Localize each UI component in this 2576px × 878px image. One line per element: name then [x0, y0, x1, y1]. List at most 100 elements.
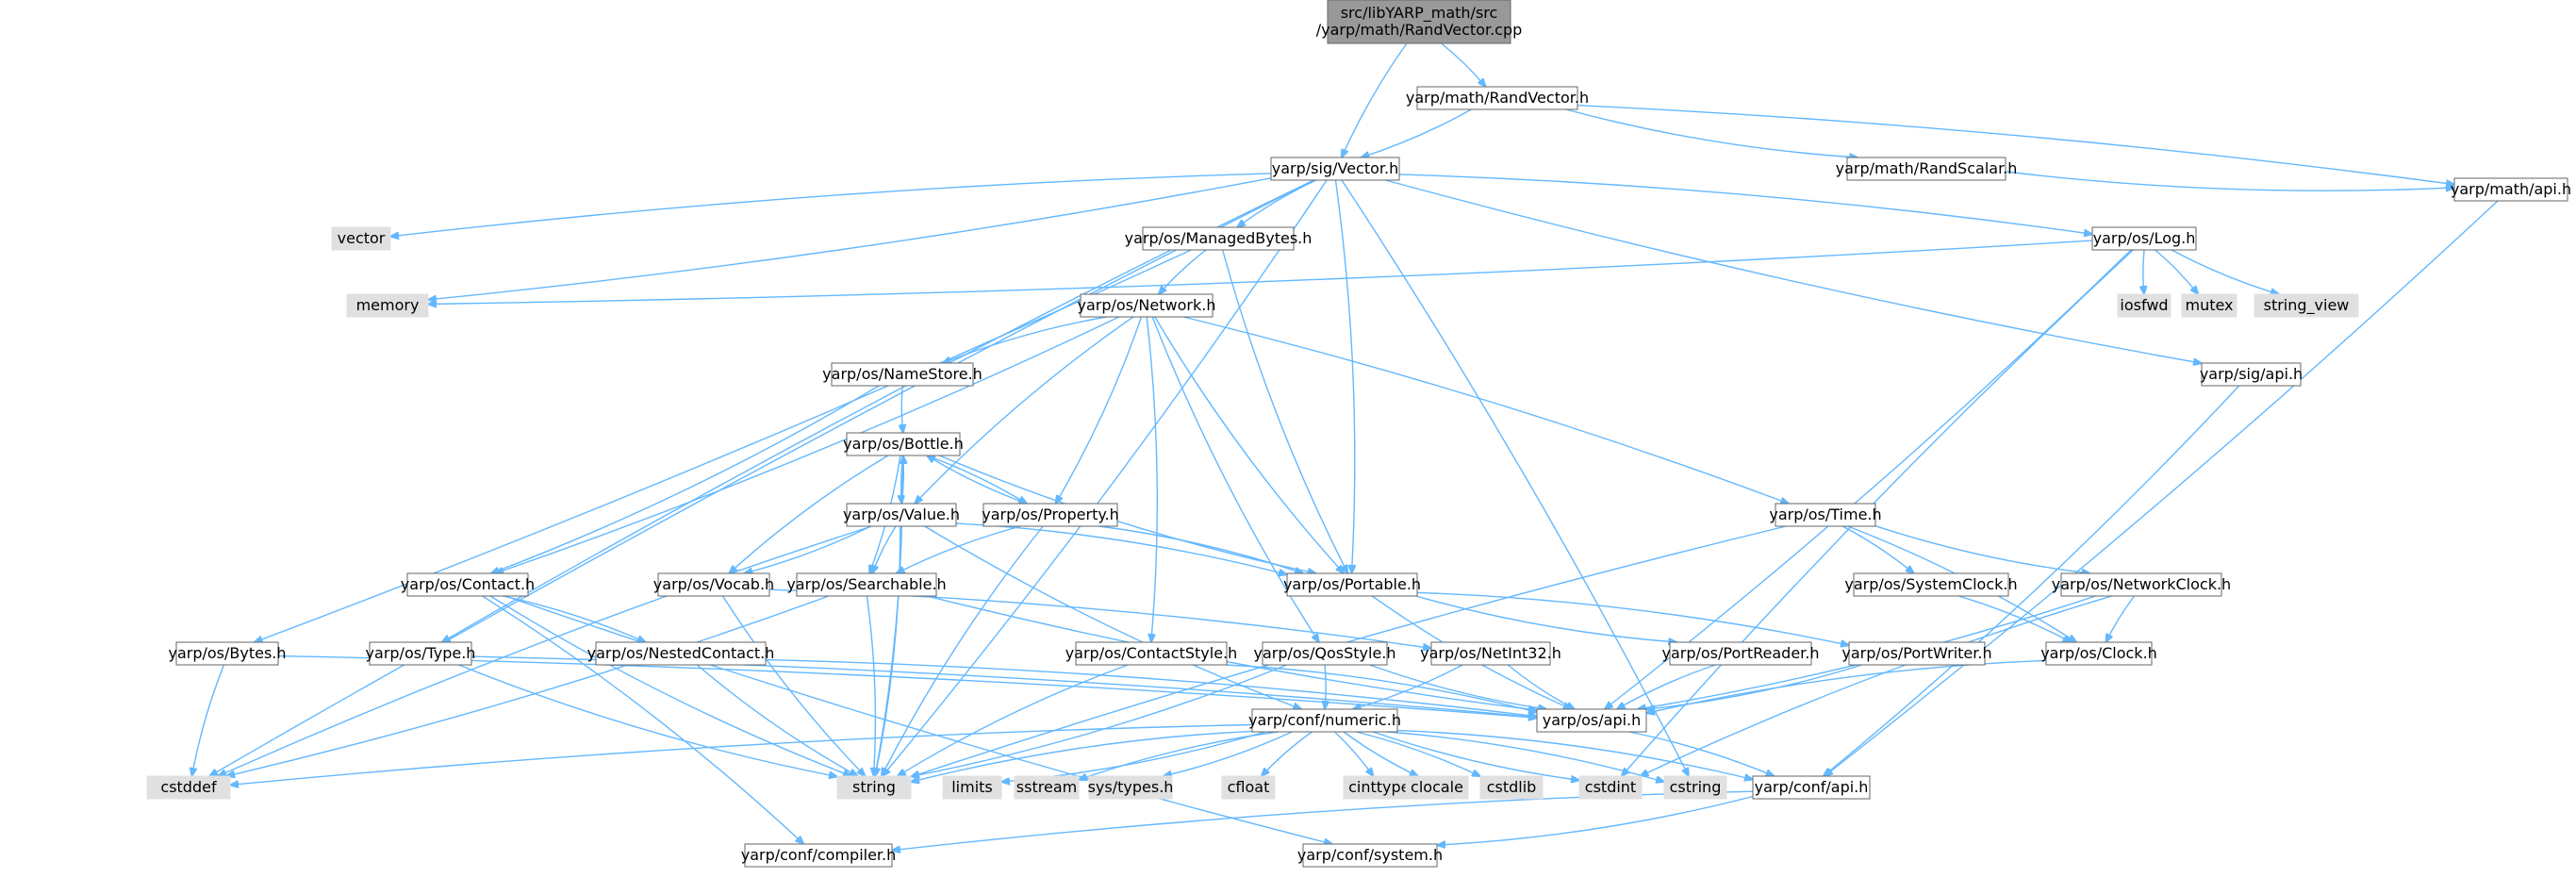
node-randscalar-box: [1846, 157, 2006, 181]
node-bottle-label: yarp/os/Bottle.h: [843, 435, 964, 453]
edge-log-to-os_api: [1605, 249, 2132, 709]
edge-property-to-portable: [1098, 525, 1303, 573]
edge-managedbytes-to-portable: [1221, 249, 1348, 573]
node-namestore-label: yarp/os/NameStore.h: [822, 365, 983, 383]
node-bytes-box: [175, 641, 279, 666]
node-cstring-box: [1663, 775, 1727, 800]
node-systemclock[interactable]: yarp/os/SystemClock.h: [1844, 572, 2018, 597]
node-netint32-label: yarp/os/NetInt32.h: [1420, 644, 1561, 662]
node-nestedcontact-box: [595, 641, 767, 666]
edge-sig_vector-to-cstddef: [209, 179, 1315, 776]
node-mutex-label: mutex: [2185, 296, 2233, 314]
edge-type-to-string: [458, 664, 837, 777]
node-memory-box: [346, 293, 429, 318]
edge-numeric-to-limits: [1001, 731, 1265, 782]
node-math_api-box: [2453, 177, 2568, 202]
edge-namestore-to-bottle: [901, 385, 903, 433]
edge-value-to-vocab: [744, 525, 872, 573]
edge-log-to-mutex: [2155, 249, 2199, 294]
node-system[interactable]: yarp/conf/system.h: [1297, 843, 1443, 868]
node-systypes-label: sys/types.h: [1088, 778, 1174, 796]
node-searchable[interactable]: yarp/os/Searchable.h: [786, 572, 947, 597]
node-property[interactable]: yarp/os/Property.h: [982, 503, 1119, 527]
dependency-nodes: src/libYARP_math/src/yarp/math/RandVecto…: [146, 0, 2571, 868]
node-networkclock[interactable]: yarp/os/NetworkClock.h: [2052, 572, 2231, 597]
node-vector-box: [331, 226, 391, 251]
node-randvector_h[interactable]: yarp/math/RandVector.h: [1406, 86, 1589, 110]
edge-randvector_h-to-math_api: [1577, 105, 2454, 185]
node-compiler[interactable]: yarp/conf/compiler.h: [741, 843, 897, 868]
edge-numeric-to-conf_api: [1396, 729, 1753, 780]
node-bottle[interactable]: yarp/os/Bottle.h: [843, 432, 964, 456]
edge-nestedcontact-to-os_api: [765, 658, 1537, 717]
node-qosstyle[interactable]: yarp/os/QosStyle.h: [1253, 641, 1396, 666]
node-root-label: /yarp/math/RandVector.cpp: [1316, 21, 1523, 39]
edge-contactstyle-to-string: [898, 664, 1129, 776]
node-network[interactable]: yarp/os/Network.h: [1078, 293, 1216, 318]
node-limits-box: [942, 775, 1002, 800]
node-netint32[interactable]: yarp/os/NetInt32.h: [1420, 641, 1561, 666]
node-vocab[interactable]: yarp/os/Vocab.h: [653, 572, 774, 597]
node-vocab-box: [657, 572, 770, 597]
node-value-box: [846, 503, 957, 527]
edge-contact-to-string: [489, 595, 851, 776]
edge-conf_api-to-system: [1437, 795, 1754, 846]
node-log[interactable]: yarp/os/Log.h: [2091, 226, 2197, 251]
edge-bytes-to-cstddef: [192, 664, 225, 776]
node-sig_api[interactable]: yarp/sig/api.h: [2200, 362, 2303, 387]
node-portable[interactable]: yarp/os/Portable.h: [1283, 572, 1421, 597]
edge-sig_vector-to-managedbytes: [1237, 179, 1317, 227]
node-randscalar[interactable]: yarp/math/RandScalar.h: [1836, 157, 2018, 181]
edge-numeric-to-cstdlib: [1356, 731, 1481, 776]
node-portwriter[interactable]: yarp/os/PortWriter.h: [1841, 641, 1992, 666]
edge-value-to-numeric: [924, 525, 1302, 709]
node-property-label: yarp/os/Property.h: [982, 505, 1119, 523]
node-nestedcontact[interactable]: yarp/os/NestedContact.h: [587, 641, 775, 666]
node-managedbytes-box: [1142, 226, 1295, 251]
edge-network-to-contact: [495, 316, 1120, 573]
node-root[interactable]: src/libYARP_math/src/yarp/math/RandVecto…: [1316, 0, 1523, 44]
node-conf_api[interactable]: yarp/conf/api.h: [1752, 775, 1871, 800]
node-searchable-box: [796, 572, 937, 597]
edge-netint32-to-os_api: [1507, 664, 1575, 709]
node-clock[interactable]: yarp/os/Clock.h: [2040, 641, 2157, 666]
node-numeric[interactable]: yarp/conf/numeric.h: [1248, 708, 1401, 733]
edge-numeric-to-string: [911, 730, 1253, 782]
node-sig_vector[interactable]: yarp/sig/Vector.h: [1270, 157, 1400, 181]
node-time[interactable]: yarp/os/Time.h: [1769, 503, 1882, 527]
node-namestore[interactable]: yarp/os/NameStore.h: [822, 362, 983, 387]
edge-portwriter-to-os_api: [1646, 664, 1862, 709]
edge-numeric-to-cstring: [1387, 731, 1664, 782]
node-system-label: yarp/conf/system.h: [1297, 846, 1443, 864]
node-qosstyle-label: yarp/os/QosStyle.h: [1253, 644, 1395, 662]
edge-randvector_h-to-sig_vector: [1362, 108, 1472, 157]
edge-contactstyle-to-os_api: [1225, 664, 1537, 712]
node-cstdlib-label: cstdlib: [1487, 778, 1537, 796]
node-os_api[interactable]: yarp/os/api.h: [1536, 708, 1647, 733]
edge-network-to-property: [1056, 316, 1143, 504]
node-root-label: src/libYARP_math/src: [1341, 4, 1498, 23]
edge-log-to-iosfwd: [2143, 249, 2144, 294]
edge-network-to-value: [915, 316, 1134, 504]
node-contactstyle[interactable]: yarp/os/ContactStyle.h: [1065, 641, 1238, 666]
node-networkclock-label: yarp/os/NetworkClock.h: [2052, 575, 2231, 593]
edge-network-to-portable: [1154, 316, 1344, 573]
node-value[interactable]: yarp/os/Value.h: [843, 503, 960, 527]
edge-qosstyle-to-os_api: [1369, 664, 1546, 709]
node-time-label: yarp/os/Time.h: [1769, 505, 1881, 523]
node-cstddef-box: [146, 775, 231, 800]
node-contact[interactable]: yarp/os/Contact.h: [401, 572, 535, 597]
node-portable-box: [1286, 572, 1418, 597]
node-memory-label: memory: [356, 296, 420, 314]
node-portreader[interactable]: yarp/os/PortReader.h: [1661, 641, 1820, 666]
node-sig_api-label: yarp/sig/api.h: [2200, 365, 2303, 383]
node-math_api[interactable]: yarp/math/api.h: [2451, 177, 2571, 202]
node-sig_api-box: [2201, 362, 2302, 387]
node-managedbytes[interactable]: yarp/os/ManagedBytes.h: [1125, 226, 1313, 251]
node-cstdint: cstdint: [1578, 775, 1643, 800]
edge-managedbytes-to-network: [1159, 249, 1207, 294]
edge-searchable-to-cstddef: [226, 595, 830, 776]
node-bytes[interactable]: yarp/os/Bytes.h: [168, 641, 287, 666]
node-type[interactable]: yarp/os/Type.h: [366, 641, 476, 666]
edge-portable-to-portwriter: [1416, 591, 1849, 645]
